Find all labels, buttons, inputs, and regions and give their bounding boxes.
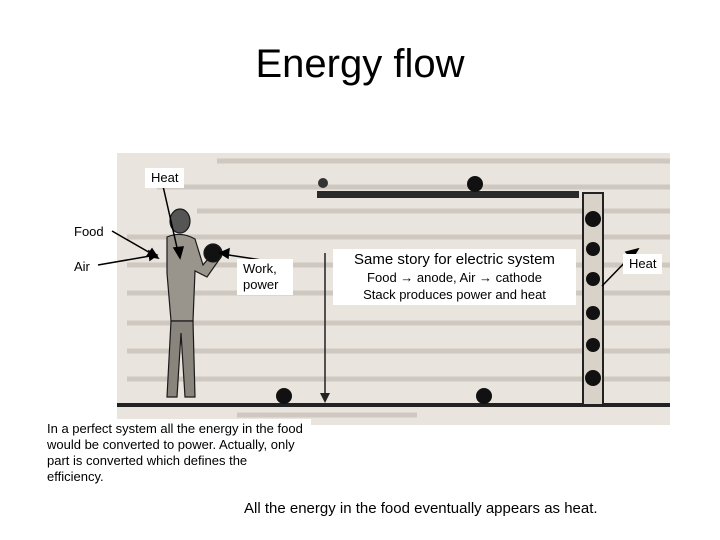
- electric-system-line-1: Food → anode, Air → cathode: [367, 270, 542, 285]
- ball-floor-left: [276, 388, 292, 404]
- upper-shelf: [317, 191, 579, 198]
- heat-conclusion-note: All the energy in the food eventually ap…: [237, 494, 650, 524]
- ball-motion: [318, 178, 328, 188]
- heat-label-right: Heat: [623, 254, 663, 274]
- perfect-system-note: In a perfect system all the energy in th…: [41, 419, 311, 492]
- illustration-drawing: [117, 158, 670, 418]
- slide-title: Energy flow: [255, 42, 465, 86]
- heat-label-left: Heat: [145, 168, 185, 188]
- electric-system-note: Same story for electric system Food → an…: [333, 249, 576, 305]
- stack-balls: [585, 211, 601, 386]
- textbook-illustration: [117, 153, 670, 425]
- food-label: Food: [68, 222, 110, 242]
- ball-on-shelf: [467, 176, 483, 192]
- electric-system-title: Same story for electric system: [354, 251, 555, 268]
- work-power-label: Work, power: [237, 259, 293, 295]
- electric-system-line-2: Stack produces power and heat: [363, 287, 546, 302]
- ball-floor-right: [476, 388, 492, 404]
- air-label: Air: [68, 257, 96, 277]
